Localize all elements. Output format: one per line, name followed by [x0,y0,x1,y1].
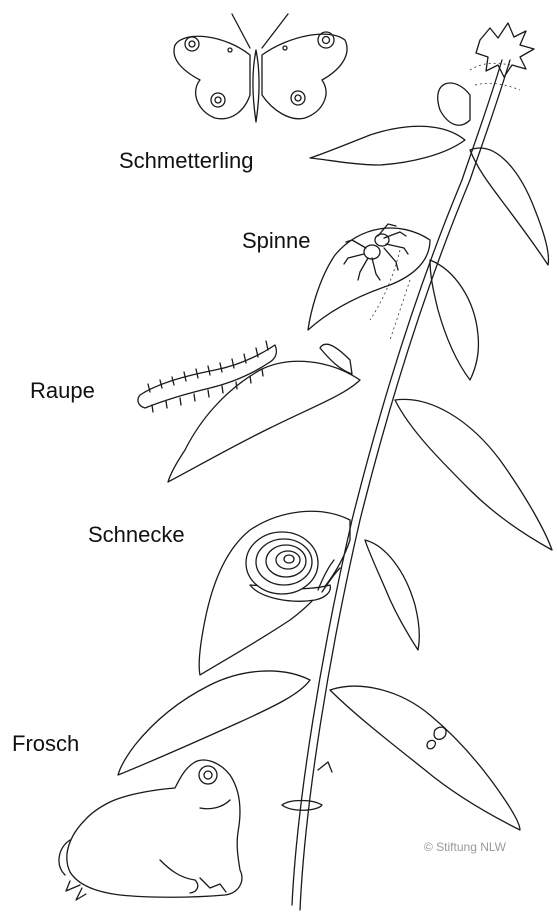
spider-icon [344,224,408,280]
label-frog: Frosch [12,731,79,757]
caterpillar-icon [138,341,276,412]
label-caterpillar: Raupe [30,378,95,404]
label-butterfly: Schmetterling [119,148,254,174]
frog-icon [59,760,242,900]
label-snail: Schnecke [88,522,185,548]
label-spider: Spinne [242,228,311,254]
copyright-credit: © Stiftung NLW [424,840,506,854]
butterfly-icon [174,14,347,122]
snail-icon [246,532,340,601]
